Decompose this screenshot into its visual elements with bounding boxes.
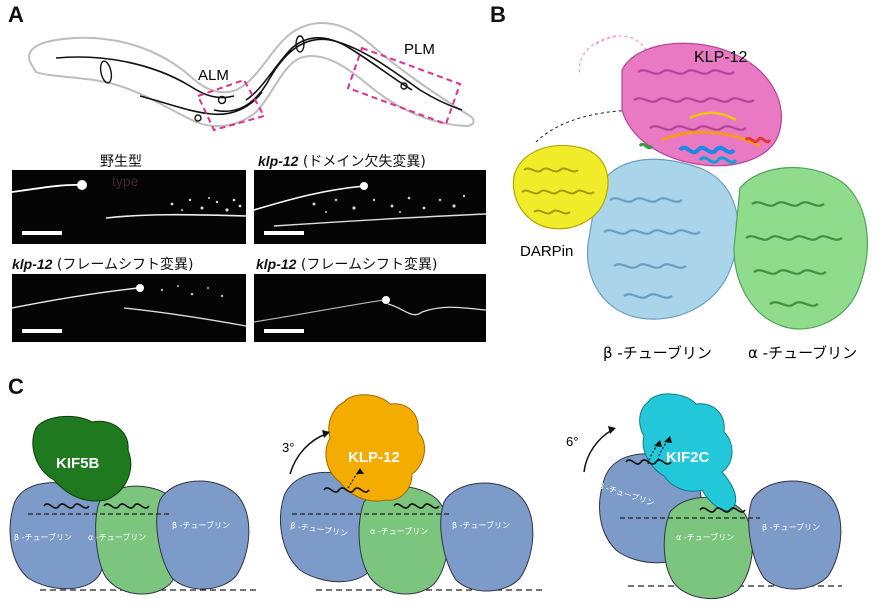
klp12-label: KLP-12 bbox=[694, 49, 747, 66]
state-kif5b: KIF5B β -チューブリン α -チューブリン β -チューブリン bbox=[9, 415, 256, 595]
state-kif2c: 6° KIF2C β -チューブリン α -チューブリン β -チューブリン bbox=[566, 393, 842, 600]
micro-caption-1: 野生型 bbox=[100, 154, 142, 170]
scale-bar bbox=[264, 231, 304, 235]
scale-bar bbox=[22, 231, 62, 235]
micro-caption-4: klp-12 (フレームシフト変異) bbox=[256, 256, 438, 273]
scale-bar bbox=[264, 329, 304, 333]
micrograph-frameshift-2 bbox=[254, 274, 486, 342]
plm-label: PLM bbox=[404, 41, 435, 58]
klp12-angle: 3° bbox=[282, 440, 294, 455]
beta-tubulin-label: β -チューブリン bbox=[603, 344, 712, 362]
beta-tubulin-left: β -チューブリン bbox=[14, 532, 72, 542]
darpin-label: DARPin bbox=[520, 243, 573, 260]
micrograph-frameshift-1 bbox=[12, 274, 246, 342]
alpha-tubulin: α -チューブリン bbox=[88, 532, 146, 542]
micrograph-wildtype: type bbox=[12, 170, 246, 244]
alpha-tubulin-label: α -チューブリン bbox=[748, 344, 857, 362]
micro-caption-2: klp-12 (ドメイン欠失変異) bbox=[258, 153, 426, 170]
kif2c-motor-label: KIF2C bbox=[666, 449, 710, 466]
panel-b-letter: B bbox=[490, 2, 506, 27]
alm-label: ALM bbox=[198, 67, 229, 84]
scale-bar bbox=[22, 329, 62, 333]
tubulin-klp12-structure: KLP-12 DARPin β -チューブリン α -チューブリン bbox=[512, 35, 868, 362]
micrograph-domain-deletion bbox=[254, 170, 486, 244]
alpha-tubulin: α -チューブリン bbox=[370, 526, 428, 536]
beta-tubulin-right: β -チューブリン bbox=[762, 522, 820, 532]
kif2c-angle: 6° bbox=[566, 434, 578, 449]
beta-tubulin-right: β -チューブリン bbox=[172, 520, 230, 530]
alpha-tubulin: α -チューブリン bbox=[676, 532, 734, 542]
panel-c-letter: C bbox=[8, 374, 24, 399]
beta-tubulin-right: β -チューブリン bbox=[452, 520, 510, 530]
kif5b-label: KIF5B bbox=[56, 455, 100, 472]
micro-caption-3: klp-12 (フレームシフト変異) bbox=[12, 256, 194, 273]
worm-schematic: ALM PLM bbox=[28, 22, 475, 132]
klp12-motor-label: KLP-12 bbox=[348, 449, 400, 466]
svg-text:type: type bbox=[112, 173, 139, 189]
panel-a-letter: A bbox=[8, 2, 24, 27]
state-klp12: 3° KLP-12 β -チューブリン α -チューブリン β -チューブリン bbox=[280, 394, 546, 595]
